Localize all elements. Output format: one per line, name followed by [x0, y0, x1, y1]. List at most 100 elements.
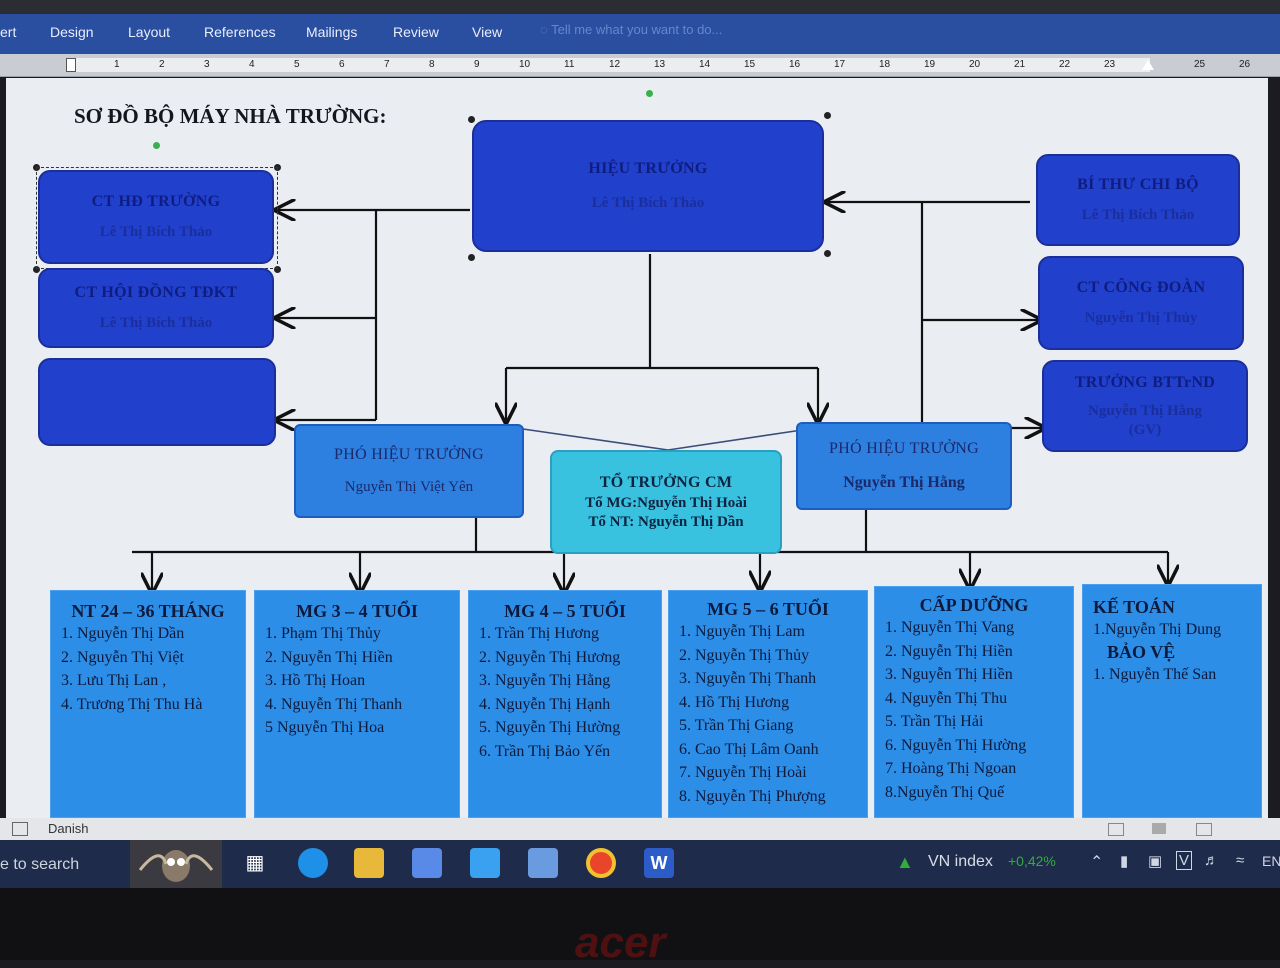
column-title: NT 24 – 36 THÁNG: [71, 601, 225, 621]
tab-references[interactable]: References: [204, 24, 276, 40]
list-item: 3. Nguyễn Thị Thanh: [679, 670, 817, 687]
network-icon[interactable]: ▣: [1148, 853, 1163, 870]
taskbar: e to search ▦ W ▲ VN index +0,42% ⌃ ▮ ▣ …: [0, 840, 1280, 888]
ruler-number: 12: [609, 59, 621, 70]
bi-thu-box[interactable]: BÍ THƯ CHI BỘ Lê Thị Bích Thảo: [1036, 154, 1240, 246]
selection-handle[interactable]: [824, 250, 831, 257]
list-item: 2. Nguyễn Thị Hiền: [265, 648, 393, 666]
rotate-handle[interactable]: [153, 142, 160, 149]
list-item: 1. Nguyễn Thị Lam: [679, 623, 805, 640]
volume-icon[interactable]: ♬: [1204, 852, 1219, 869]
box-name: Lê Thị Bích Thảo: [591, 195, 705, 212]
list-item: 5. Nguyễn Thị Hường: [479, 719, 621, 736]
box-title: PHÓ HIỆU TRƯỞNG: [334, 446, 484, 464]
rotate-handle[interactable]: [646, 90, 653, 97]
ct-cong-doan-box[interactable]: CT CÔNG ĐOÀN Nguyễn Thị Thủy: [1038, 256, 1244, 350]
list-item: 6. Trần Thị Bảo Yến: [479, 742, 611, 760]
list-item: 4. Nguyễn Thị Hạnh: [479, 695, 611, 713]
selection-handle[interactable]: [468, 116, 475, 123]
column-title: MG 3 – 4 TUỔI: [296, 601, 418, 621]
vietkey-icon[interactable]: V: [1176, 851, 1193, 870]
laptop-bezel: acer: [0, 888, 1280, 967]
column-ke-toan[interactable]: KẾ TOÁN 1.Nguyễn Thị Dung BẢO VỆ 1. Nguy…: [1082, 584, 1262, 818]
proofing-icon[interactable]: [12, 822, 28, 836]
selection-handle[interactable]: [824, 112, 831, 119]
tab-insert[interactable]: ert: [0, 24, 17, 40]
pho-hieu-truong-1-box[interactable]: PHÓ HIỆU TRƯỞNG Nguyễn Thị Việt Yên: [294, 424, 524, 518]
ruler-number: 8: [429, 59, 435, 70]
to-truong-cm-box[interactable]: TỔ TRƯỞNG CM Tổ MG:Nguyễn Thị Hoài Tổ NT…: [550, 450, 782, 554]
truong-bttnd-box[interactable]: TRƯỞNG BTTrND Nguyễn Thị Hằng (GV): [1042, 360, 1248, 452]
selection-handle[interactable]: [274, 266, 281, 273]
list-item: 6. Cao Thị Lâm Oanh: [679, 740, 819, 758]
tab-design[interactable]: Design: [50, 24, 94, 40]
ct-hd-truong-box[interactable]: CT HĐ TRƯỜNG Lê Thị Bích Thảo: [38, 170, 274, 264]
list-item: 2. Nguyễn Thị Thủy: [679, 646, 810, 664]
mail-icon[interactable]: [470, 848, 500, 878]
pho-hieu-truong-2-box[interactable]: PHÓ HIỆU TRƯỞNG Nguyễn Thị Hằng: [796, 422, 1012, 510]
right-indent-marker[interactable]: [1142, 60, 1154, 70]
tab-view[interactable]: View: [472, 24, 503, 40]
tab-layout[interactable]: Layout: [128, 24, 171, 40]
wifi-icon[interactable]: ≈: [1236, 852, 1245, 869]
list-item: 3. Nguyễn Thị Hiền: [885, 666, 1013, 683]
word-icon[interactable]: W: [644, 848, 674, 878]
language-code[interactable]: EN: [1262, 853, 1280, 869]
list-item: 8. Nguyễn Thị Phượng: [679, 787, 826, 805]
ruler-number: 5: [294, 59, 300, 70]
store-icon[interactable]: [412, 848, 442, 878]
column-cap-duong[interactable]: CẤP DƯỠNG 1. Nguyễn Thị Vang 2. Nguyễn T…: [874, 586, 1074, 818]
selection-handle[interactable]: [468, 254, 475, 261]
selection-handle[interactable]: [33, 266, 40, 273]
status-bar: Danish: [0, 818, 1280, 840]
hieu-truong-box[interactable]: HIỆU TRƯỞNG Lê Thị Bích Thảo: [472, 120, 824, 252]
indent-marker[interactable]: [66, 58, 76, 72]
ruler-number: 15: [744, 59, 756, 70]
column-title: MG 4 – 5 TUỔI: [504, 601, 626, 621]
column-mg-5-6[interactable]: MG 5 – 6 TUỔI 1. Nguyễn Thị Lam 2. Nguyễ…: [668, 590, 868, 818]
box-title: TRƯỞNG BTTrND: [1074, 373, 1216, 391]
list-item: 5. Trần Thị Giang: [679, 717, 794, 734]
stock-name[interactable]: VN index: [928, 853, 993, 870]
column-mg-4-5[interactable]: MG 4 – 5 TUỔI 1. Trần Thị Hương 2. Nguyễ…: [468, 590, 662, 818]
app-icon[interactable]: [528, 848, 558, 878]
list-item: 5 Nguyễn Thị Hoa: [265, 719, 385, 736]
taskbar-search[interactable]: e to search: [0, 856, 80, 873]
file-explorer-icon[interactable]: [354, 848, 384, 878]
tab-mailings[interactable]: Mailings: [306, 24, 358, 40]
empty-box[interactable]: [38, 358, 276, 446]
list-item: 3. Lưu Thị Lan ,: [61, 672, 167, 689]
tell-me-search[interactable]: ◌ Tell me what you want to do...: [540, 22, 722, 37]
column-nt-24-36[interactable]: NT 24 – 36 THÁNG 1. Nguyễn Thị Dần 2. Ng…: [50, 590, 246, 818]
print-layout-icon[interactable]: [1152, 823, 1166, 834]
read-mode-icon[interactable]: [1108, 823, 1124, 836]
chevron-up-icon[interactable]: ⌃: [1090, 854, 1104, 871]
page-title: SƠ ĐỒ BỘ MÁY NHÀ TRƯỜNG:: [74, 104, 387, 128]
ct-hoi-dong-box[interactable]: CT HỘI ĐỒNG TĐKT Lê Thị Bích Thảo: [38, 268, 274, 348]
list-item: 1.Nguyễn Thị Dung: [1093, 621, 1222, 638]
list-item: 1. Nguyễn Thị Vang: [885, 619, 1015, 636]
stock-change: +0,42%: [1008, 853, 1056, 869]
task-view-icon[interactable]: ▦: [245, 852, 265, 874]
language-indicator[interactable]: Danish: [48, 821, 89, 836]
edge-icon[interactable]: [298, 848, 328, 878]
column-mg-3-4[interactable]: MG 3 – 4 TUỔI 1. Phạm Thị Thủy 2. Nguyễn…: [254, 590, 460, 818]
box-name: Nguyễn Thị Hằng: [843, 473, 965, 491]
box-title: BÍ THƯ CHI BỘ: [1077, 176, 1199, 194]
chrome-icon[interactable]: [586, 848, 616, 878]
battery-icon[interactable]: ▮: [1120, 853, 1129, 870]
list-item: 6. Nguyễn Thị Hường: [885, 736, 1027, 754]
ruler-number: 2: [159, 59, 165, 70]
ruler-number: 21: [1014, 59, 1026, 70]
web-layout-icon[interactable]: [1196, 823, 1212, 836]
list-item: 8.Nguyễn Thị Quế: [885, 783, 1005, 801]
tab-review[interactable]: Review: [393, 24, 439, 40]
box-name: Nguyễn Thị Việt Yên: [344, 479, 474, 496]
box-title: PHÓ HIỆU TRƯỞNG: [829, 440, 979, 458]
brand-logo: acer: [575, 918, 666, 967]
document-page[interactable]: SƠ ĐỒ BỘ MÁY NHÀ TRƯỜNG:: [6, 78, 1268, 818]
ruler-number: 16: [789, 59, 801, 70]
list-item: 4. Hồ Thị Hương: [679, 693, 790, 711]
list-item: 1. Nguyễn Thế San: [1093, 665, 1217, 683]
